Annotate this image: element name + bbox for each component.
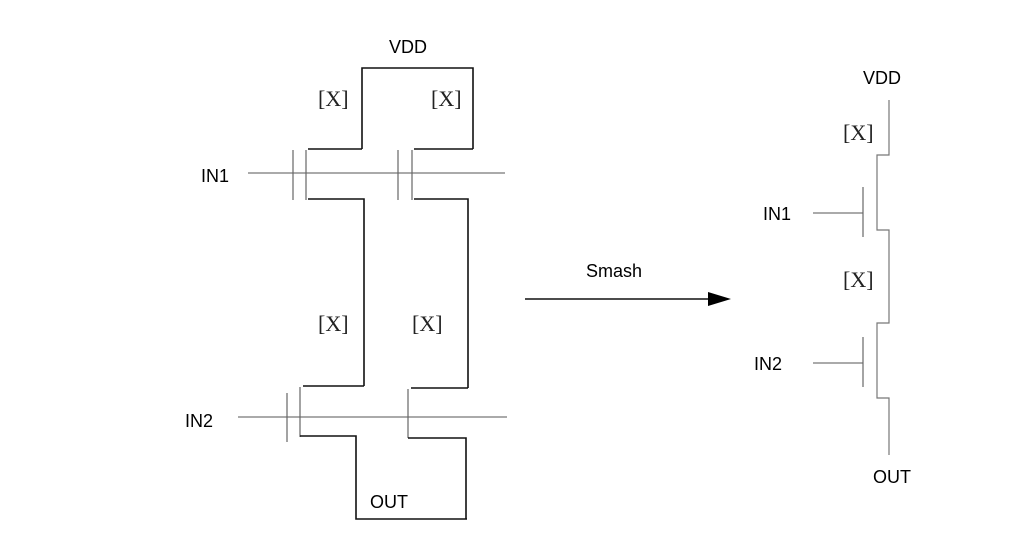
source-lead bbox=[308, 198, 365, 386]
left-out-label: OUT bbox=[370, 492, 408, 512]
right-size-label-mid: [X] bbox=[843, 267, 874, 292]
left-size-label-mid-left: [X] bbox=[318, 311, 349, 336]
left-transistor-in1-a bbox=[292, 148, 365, 386]
right-in1-label: IN1 bbox=[763, 204, 791, 224]
left-size-label-top-left: [X] bbox=[318, 86, 349, 111]
source-lead bbox=[300, 435, 467, 520]
arrow-head bbox=[708, 292, 731, 306]
left-in2-label: IN2 bbox=[185, 411, 213, 431]
left-circuit: VDD [X] [X] IN1 [X] [X] IN2 bbox=[185, 37, 507, 520]
source-lead bbox=[408, 437, 467, 519]
right-transistor-in1: IN1 bbox=[763, 187, 864, 237]
right-transistor-in2: IN2 bbox=[754, 337, 864, 387]
left-transistor-in2-b bbox=[407, 387, 468, 519]
left-size-label-mid-right: [X] bbox=[412, 311, 443, 336]
left-transistor-in1-b bbox=[397, 148, 473, 388]
right-vdd-label: VDD bbox=[863, 68, 901, 88]
left-size-label-top-right: [X] bbox=[431, 86, 462, 111]
right-circuit: VDD [X] IN1 [X] IN2 OUT bbox=[754, 68, 911, 487]
right-series-chain bbox=[876, 100, 890, 455]
right-size-label-top: [X] bbox=[843, 120, 874, 145]
smash-label: Smash bbox=[586, 261, 642, 281]
left-vdd-label: VDD bbox=[389, 37, 427, 57]
left-transistor-in2-a bbox=[286, 385, 467, 520]
source-lead bbox=[414, 198, 469, 388]
right-in2-label: IN2 bbox=[754, 354, 782, 374]
smash-arrow: Smash bbox=[525, 261, 731, 306]
left-vdd-rail bbox=[361, 67, 474, 149]
right-out-label: OUT bbox=[873, 467, 911, 487]
left-in1-label: IN1 bbox=[201, 166, 229, 186]
